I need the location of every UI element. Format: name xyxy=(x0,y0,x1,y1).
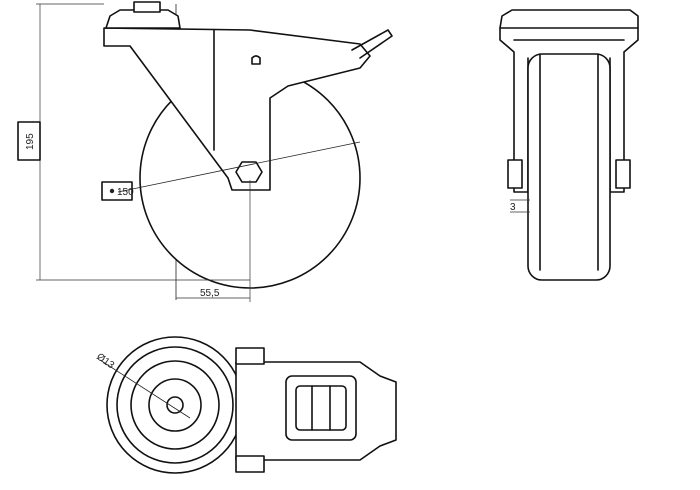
top-wheel-outer xyxy=(106,336,244,474)
side-bolt-head xyxy=(133,1,161,13)
front-wheel xyxy=(527,53,611,281)
side-diameter-leader xyxy=(117,141,361,193)
side-view: 150 195 55,5 xyxy=(17,1,393,302)
top-wheel-ring-1 xyxy=(116,346,234,464)
top-wheel-ring-2 xyxy=(130,360,220,450)
top-bolt-upper xyxy=(235,347,265,365)
diameter-symbol-icon xyxy=(109,188,115,194)
tread-gap-label: 3 xyxy=(510,202,516,213)
top-view: Ø13 xyxy=(94,336,397,474)
height-label: 195 xyxy=(25,133,36,150)
wheel-diameter-label: 150 xyxy=(117,187,134,198)
top-bolt-lower xyxy=(235,455,265,473)
offset-label: 55,5 xyxy=(200,288,220,299)
top-wheel-hub xyxy=(148,378,202,432)
diameter-label-box xyxy=(101,181,133,201)
bore-leader xyxy=(99,359,191,419)
front-view: 3 xyxy=(499,9,639,281)
side-axle-nut xyxy=(235,161,263,183)
height-label-box xyxy=(17,121,41,161)
top-brake-inner xyxy=(295,385,347,431)
side-top-plate xyxy=(105,9,181,29)
top-brake-plate xyxy=(285,375,357,441)
front-axle-nut-right xyxy=(615,159,631,189)
front-top-plate xyxy=(499,9,639,29)
front-axle-nut-left xyxy=(507,159,523,189)
side-fork xyxy=(103,27,371,191)
side-brake-lever xyxy=(351,29,393,59)
top-wheel-bore xyxy=(166,396,184,414)
side-slot xyxy=(251,55,261,65)
